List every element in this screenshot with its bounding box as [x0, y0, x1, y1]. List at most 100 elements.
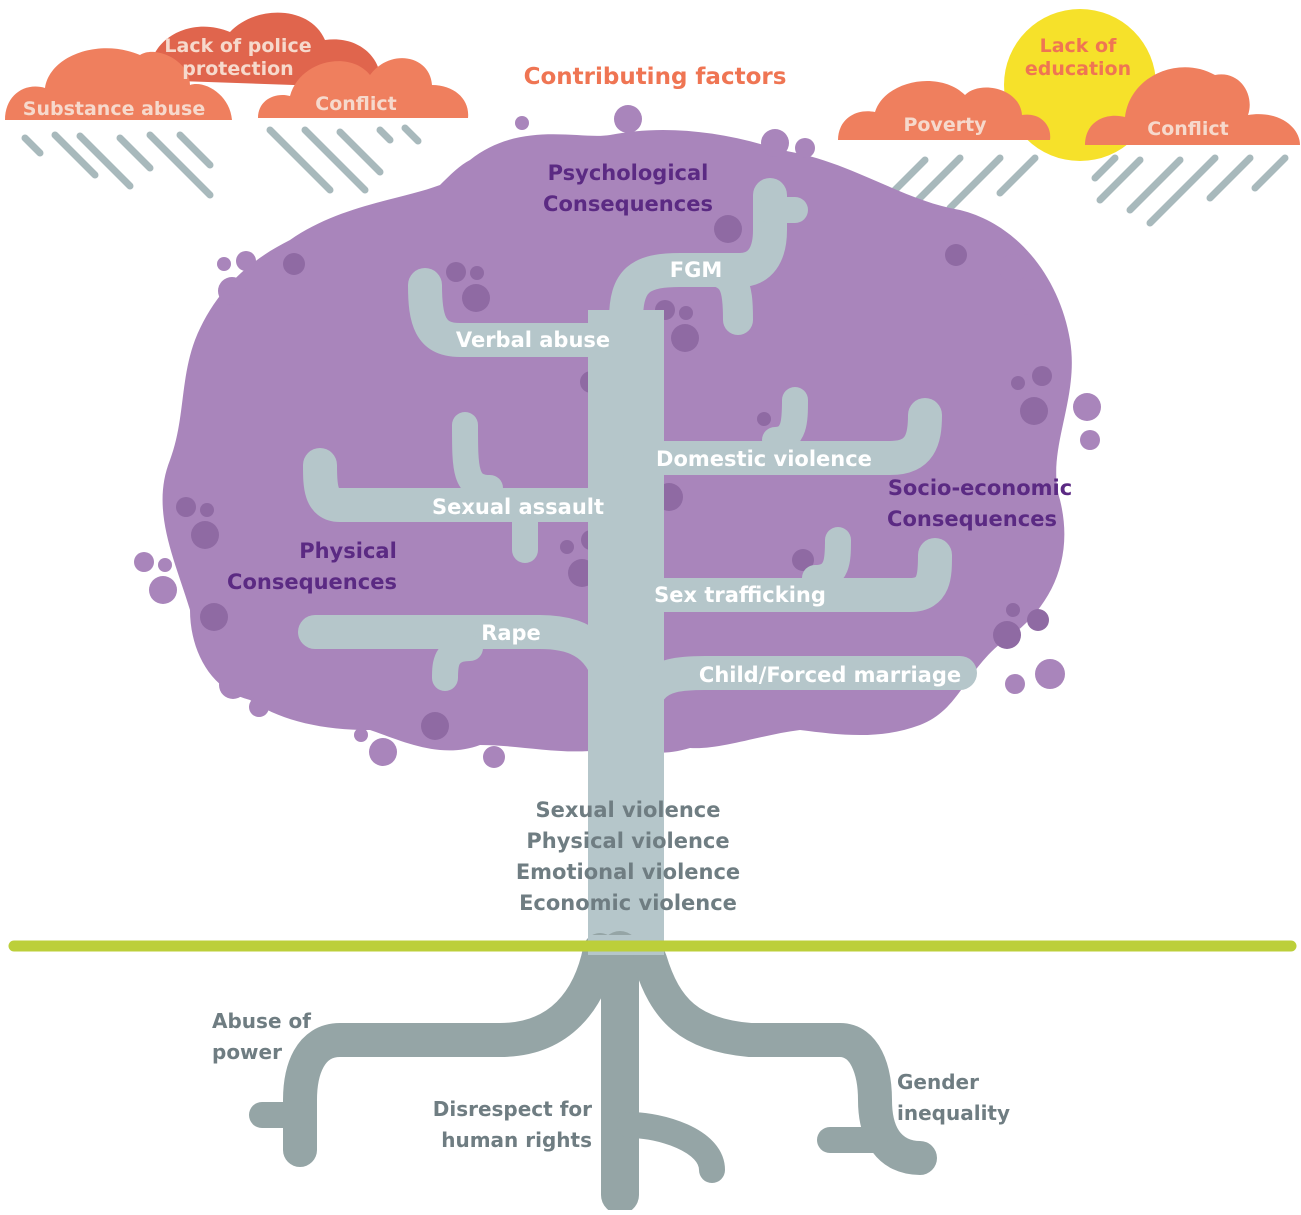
dot — [1016, 289, 1042, 315]
branch-label-child-forced-marriage: Child/Forced marriage — [699, 663, 961, 687]
socio-economic-consequences-line1: Socio-economic — [888, 476, 1072, 500]
cloud-conflict-right — [1085, 67, 1300, 145]
cloud-conflict-left — [258, 58, 469, 118]
dot — [369, 738, 397, 766]
trunk-label-emotional-violence: Emotional violence — [516, 860, 740, 884]
sun-label-line2: education — [1025, 58, 1131, 80]
root-label-gender-inequality-line2: inequality — [897, 1101, 1010, 1125]
sun-label-line1: Lack of — [1040, 35, 1117, 57]
branch-label-verbal-abuse: Verbal abuse — [456, 328, 610, 352]
root-label-gender-inequality-line1: Gender — [897, 1070, 979, 1094]
branch-label-fgm: FGM — [670, 258, 722, 282]
root-label-disrespect-line1: Disrespect for — [433, 1097, 592, 1121]
psychological-consequences-line2: Consequences — [543, 192, 713, 216]
branch-child-marriage — [633, 656, 977, 707]
root-label-abuse-of-power-line2: power — [212, 1040, 282, 1064]
physical-consequences-line1: Physical — [299, 539, 397, 563]
dot — [236, 251, 256, 271]
trunk-label-economic-violence: Economic violence — [519, 891, 737, 915]
dot — [679, 306, 693, 320]
dot — [1020, 397, 1048, 425]
dot — [149, 576, 177, 604]
dot — [283, 253, 305, 275]
dot — [1032, 366, 1052, 386]
cloud-police-line2: protection — [182, 58, 293, 80]
dot — [761, 129, 789, 157]
branch-sex-trafficking-twig — [802, 527, 851, 591]
cloud-conflict-left-shape — [258, 58, 469, 118]
dot — [1073, 393, 1101, 421]
dot — [354, 728, 368, 742]
dot — [515, 116, 529, 130]
cloud-poverty — [838, 80, 1051, 140]
dot — [614, 105, 642, 133]
branch-label-domestic-violence: Domestic violence — [656, 447, 872, 471]
dot — [757, 412, 771, 426]
dot — [999, 254, 1027, 282]
dot — [462, 284, 490, 312]
dot — [446, 262, 466, 282]
dot — [993, 621, 1021, 649]
dot — [945, 244, 967, 266]
cloud-poverty-shape — [838, 80, 1051, 140]
dot — [1080, 430, 1100, 450]
dot — [1011, 376, 1025, 390]
dot — [249, 697, 269, 717]
cloud-police-line1: Lack of police — [164, 35, 311, 57]
root-center-twig — [617, 1112, 725, 1183]
root-label-disrespect-line2: human rights — [441, 1128, 592, 1152]
tree-trunk-branches — [298, 178, 977, 950]
branch-label-sex-trafficking: Sex trafficking — [654, 583, 826, 607]
dot — [792, 549, 814, 571]
dot — [219, 671, 247, 699]
dot — [421, 712, 449, 740]
dot — [483, 746, 505, 768]
branch-domestic-violence — [623, 398, 942, 475]
dot — [1035, 659, 1065, 689]
rain-left — [21, 124, 422, 199]
canopy-dots — [134, 105, 1101, 768]
branch-rape-twig — [432, 635, 483, 691]
trunk-label-physical-violence: Physical violence — [526, 829, 729, 853]
dot — [134, 552, 154, 572]
root-label-abuse-of-power-line1: Abuse of — [212, 1009, 311, 1033]
branch-label-sexual-assault: Sexual assault — [432, 495, 604, 519]
dot — [470, 266, 484, 280]
dot — [191, 521, 219, 549]
cloud-conflict-right-label: Conflict — [1147, 118, 1228, 140]
cloud-poverty-label: Poverty — [903, 114, 987, 136]
branch-sexual-assault-twig — [452, 412, 503, 501]
trunk-upper — [609, 178, 787, 337]
diagram-title: Contributing factors — [524, 64, 787, 90]
roots — [249, 931, 937, 1214]
branch-sexual-assault — [303, 448, 627, 522]
physical-consequences-line2: Consequences — [227, 570, 397, 594]
branch-domestic-twig — [762, 387, 808, 453]
dot — [714, 215, 742, 243]
trunk-label-sexual-violence: Sexual violence — [536, 798, 721, 822]
root-left — [283, 933, 617, 1167]
dot — [1027, 609, 1049, 631]
dot — [795, 138, 815, 158]
dot — [560, 540, 574, 554]
dot — [1005, 674, 1025, 694]
cloud-substance-shape — [5, 48, 232, 120]
dot — [218, 277, 246, 305]
dot — [217, 257, 231, 271]
branch-sex-trafficking — [623, 538, 952, 612]
socio-economic-consequences-line2: Consequences — [887, 507, 1057, 531]
dot — [671, 324, 699, 352]
branch-fgm — [685, 255, 753, 335]
dot — [200, 603, 228, 631]
branch-rape — [298, 615, 627, 697]
dot — [176, 497, 196, 517]
branch-verbal-abuse — [408, 268, 627, 357]
cloud-substance-label: Substance abuse — [23, 98, 205, 120]
dot — [1006, 603, 1020, 617]
cloud-conflict-left-label: Conflict — [315, 93, 396, 115]
cloud-substance-abuse — [5, 48, 232, 120]
branch-label-rape: Rape — [481, 621, 541, 645]
psychological-consequences-line1: Psychological — [548, 161, 709, 185]
